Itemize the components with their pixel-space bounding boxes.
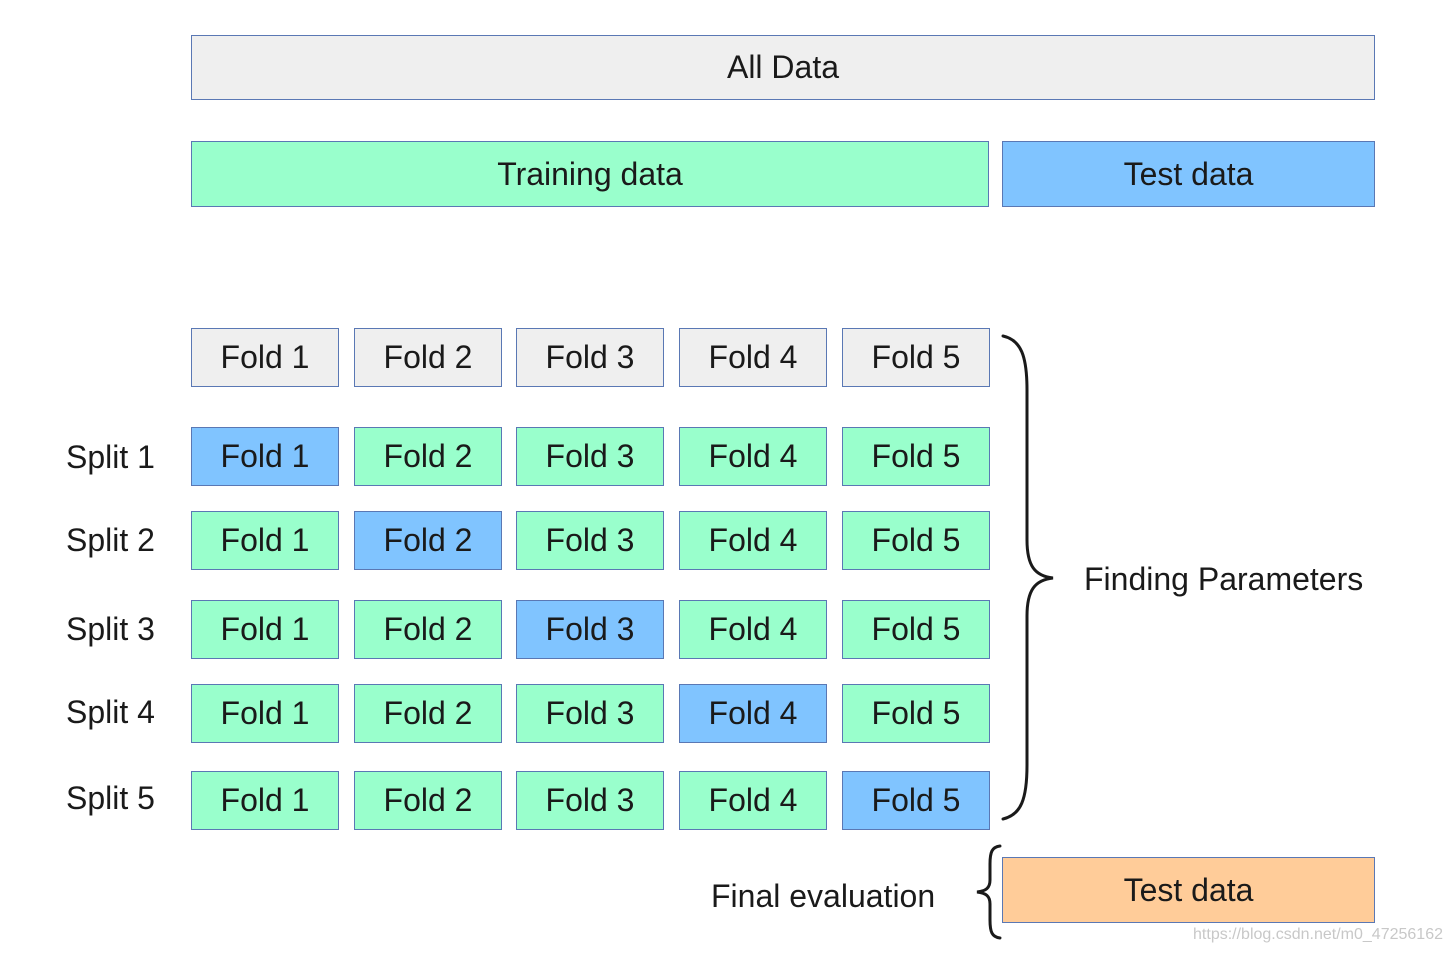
split-1-fold-4: Fold 4 (679, 427, 827, 486)
split-1-fold-5: Fold 5 (842, 427, 990, 486)
fold-label: Fold 1 (220, 438, 310, 474)
split-1-fold-1: Fold 1 (191, 427, 339, 486)
fold-label: Fold 1 (220, 782, 310, 818)
fold-label: Fold 4 (708, 695, 798, 731)
fold-label: Fold 5 (871, 611, 961, 647)
split-5-fold-3: Fold 3 (516, 771, 664, 830)
fold-label: Fold 2 (383, 522, 473, 558)
header-fold-3: Fold 3 (516, 328, 664, 387)
split-5-fold-1: Fold 1 (191, 771, 339, 830)
fold-label: Fold 4 (708, 782, 798, 818)
split-1-fold-2: Fold 2 (354, 427, 502, 486)
test-data-box-bottom: Test data (1002, 857, 1375, 923)
fold-label: Fold 4 (708, 522, 798, 558)
fold-label: Fold 3 (545, 695, 635, 731)
fold-label: Fold 5 (871, 695, 961, 731)
fold-label: Fold 1 (220, 695, 310, 731)
split-4-fold-3: Fold 3 (516, 684, 664, 743)
split-2-label: Split 2 (66, 522, 155, 558)
test-data-box-top: Test data (1002, 141, 1375, 207)
right-curly-brace-icon (1001, 334, 1054, 821)
all-data-box: All Data (191, 35, 1375, 100)
fold-label: Fold 4 (708, 438, 798, 474)
split-4-fold-5: Fold 5 (842, 684, 990, 743)
left-curly-brace-icon (976, 844, 1002, 940)
split-5-fold-5: Fold 5 (842, 771, 990, 830)
fold-label: Fold 5 (871, 782, 961, 818)
split-4-fold-1: Fold 1 (191, 684, 339, 743)
header-fold-1: Fold 1 (191, 328, 339, 387)
training-data-box: Training data (191, 141, 989, 207)
split-5-fold-2: Fold 2 (354, 771, 502, 830)
split-3-fold-2: Fold 2 (354, 600, 502, 659)
fold-label: Fold 3 (545, 782, 635, 818)
fold-label: Fold 2 (383, 695, 473, 731)
fold-label: Fold 4 (708, 611, 798, 647)
fold-label: Fold 2 (383, 611, 473, 647)
split-3-fold-1: Fold 1 (191, 600, 339, 659)
fold-label: Fold 3 (545, 522, 635, 558)
header-fold-4-label: Fold 4 (708, 339, 798, 375)
split-4-fold-2: Fold 2 (354, 684, 502, 743)
header-fold-4: Fold 4 (679, 328, 827, 387)
fold-label: Fold 5 (871, 438, 961, 474)
fold-label: Fold 2 (383, 782, 473, 818)
split-2-fold-4: Fold 4 (679, 511, 827, 570)
header-fold-2-label: Fold 2 (383, 339, 473, 375)
split-3-fold-5: Fold 5 (842, 600, 990, 659)
fold-label: Fold 1 (220, 522, 310, 558)
split-4-label: Split 4 (66, 694, 155, 730)
fold-label: Fold 3 (545, 438, 635, 474)
all-data-label: All Data (726, 49, 840, 85)
finding-parameters-label: Finding Parameters (1084, 561, 1364, 597)
split-2-fold-3: Fold 3 (516, 511, 664, 570)
fold-label: Fold 2 (383, 438, 473, 474)
split-3-label: Split 3 (66, 611, 155, 647)
split-1-fold-3: Fold 3 (516, 427, 664, 486)
header-fold-5: Fold 5 (842, 328, 990, 387)
split-3-fold-3: Fold 3 (516, 600, 664, 659)
split-2-fold-1: Fold 1 (191, 511, 339, 570)
test-data-label-top: Test data (1123, 155, 1254, 192)
split-2-fold-5: Fold 5 (842, 511, 990, 570)
split-2-fold-2: Fold 2 (354, 511, 502, 570)
header-fold-5-label: Fold 5 (871, 339, 961, 375)
training-data-label: Training data (497, 155, 683, 192)
fold-label: Fold 5 (871, 522, 961, 558)
split-1-label: Split 1 (66, 439, 155, 475)
fold-label: Fold 3 (545, 611, 635, 647)
header-fold-1-label: Fold 1 (220, 339, 310, 375)
watermark-text: https://blog.csdn.net/m0_47256162 (1193, 926, 1443, 943)
test-data-label-bottom: Test data (1123, 871, 1254, 908)
split-5-label: Split 5 (66, 780, 155, 816)
header-fold-2: Fold 2 (354, 328, 502, 387)
final-evaluation-label: Final evaluation (711, 878, 936, 914)
split-4-fold-4: Fold 4 (679, 684, 827, 743)
split-3-fold-4: Fold 4 (679, 600, 827, 659)
fold-label: Fold 1 (220, 611, 310, 647)
header-fold-3-label: Fold 3 (545, 339, 635, 375)
split-5-fold-4: Fold 4 (679, 771, 827, 830)
